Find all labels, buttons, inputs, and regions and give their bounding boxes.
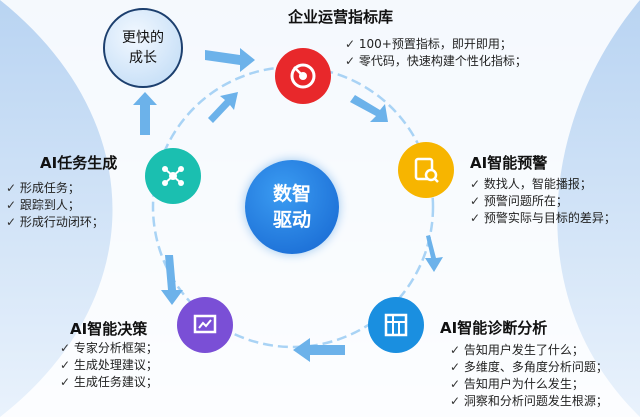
data-driven-center: 数智驱动	[245, 160, 339, 254]
ai-diagnosis-title: AI智能诊断分析	[440, 319, 548, 337]
target-icon	[275, 48, 331, 104]
list-item: 多维度、多角度分析问题；	[450, 359, 608, 376]
list-item: 告知用户为什么发生；	[450, 376, 608, 393]
metrics-library-list: 100+预置指标，即开即用；零代码，快速构建个性化指标；	[345, 36, 527, 70]
list-item: 100+预置指标，即开即用；	[345, 36, 527, 53]
list-item: 生成任务建议；	[60, 374, 158, 391]
chart-icon	[177, 297, 233, 353]
list-item: 专家分析框架；	[60, 340, 158, 357]
list-item: 生成处理建议；	[60, 357, 158, 374]
alert-search-icon	[398, 142, 454, 198]
list-item: 预警实际与目标的差异；	[470, 210, 616, 227]
cycle-ring	[151, 65, 435, 349]
network-icon	[145, 148, 201, 204]
list-item: 跟踪到人；	[6, 197, 104, 214]
flow-arrows	[133, 48, 443, 362]
list-item: 预警问题所在；	[470, 193, 616, 210]
bubble-line2: 成长	[129, 50, 157, 66]
ai-task-title: AI任务生成	[40, 154, 118, 172]
list-item: 洞察和分析问题发生根源；	[450, 393, 608, 410]
list-item: 数找人，智能播报；	[470, 176, 616, 193]
center-line2: 驱动	[272, 209, 311, 231]
ai-diagnosis-list: 告知用户发生了什么；多维度、多角度分析问题；告知用户为什么发生；洞察和分析问题发…	[450, 342, 608, 410]
list-item: 零代码，快速构建个性化指标；	[345, 53, 527, 70]
list-item: 形成行动闭环；	[6, 214, 104, 231]
bubble-line1: 更快的	[122, 30, 164, 46]
center-line1: 数智	[272, 183, 311, 205]
list-item: 告知用户发生了什么；	[450, 342, 608, 359]
ai-decision-list: 专家分析框架；生成处理建议；生成任务建议；	[60, 340, 158, 391]
ai-alert-title: AI智能预警	[470, 154, 548, 172]
ai-decision-title: AI智能决策	[70, 320, 148, 338]
ai-task-list: 形成任务；跟踪到人；形成行动闭环；	[6, 180, 104, 231]
faster-growth-bubble: 更快的成长	[103, 8, 183, 88]
ai-alert-list: 数找人，智能播报；预警问题所在；预警实际与目标的差异；	[470, 176, 616, 227]
metrics-library-title: 企业运营指标库	[288, 8, 394, 26]
table-icon	[368, 297, 424, 353]
list-item: 形成任务；	[6, 180, 104, 197]
